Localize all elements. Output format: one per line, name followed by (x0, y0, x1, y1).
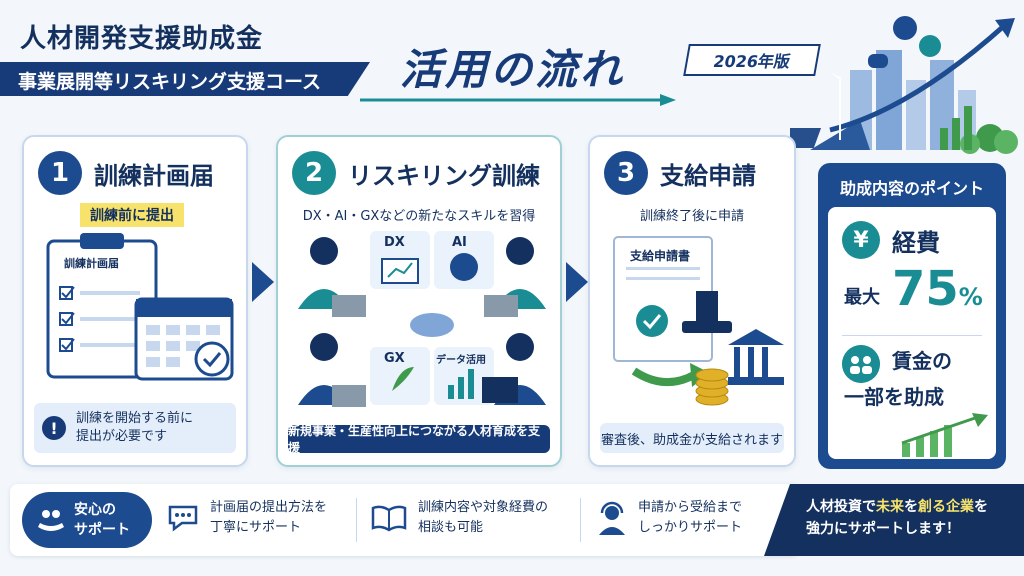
step-subtitle: 訓練終了後に申請 (639, 209, 744, 224)
badge-line: 安心の (74, 502, 116, 518)
title-arrow-icon (360, 94, 676, 106)
page-title: 人材開発支援助成金 (20, 24, 264, 54)
banner-text: を (904, 499, 918, 515)
percent-sign: % (958, 283, 983, 311)
growth-bars-icon (901, 413, 988, 457)
skill-tile-data: データ活用 (436, 355, 486, 366)
banner-text: を (974, 499, 988, 515)
step-card-training: 2 リスキリング訓練 DX・AI・GXなどの新たなスキルを習得 DX AI GX… (276, 135, 562, 467)
people-icon (842, 345, 880, 383)
footer-separator (580, 498, 581, 542)
note-line: 訓練を開始する前に (76, 411, 194, 426)
support-badge: 安心の サポート (22, 492, 152, 548)
step-card-plan: 1 訓練計画届 訓練前に提出 訓練計画届 ! 訓練を開始する前に 提出が必要です (22, 135, 248, 467)
support-line: しっかりサポート (638, 520, 743, 535)
clipboard-calendar-icon (46, 233, 234, 381)
max-label: 最大 (844, 287, 880, 308)
course-banner: 事業展開等リスキリング支援コース (0, 62, 370, 96)
part-label: 一部を助成 (844, 385, 944, 409)
warning-icon: ! (42, 416, 66, 440)
city-growth-illustration (790, 16, 1018, 154)
step-subtitle: DX・AI・GXなどの新たなスキルを習得 (302, 209, 536, 224)
document-label: 訓練計画届 (64, 257, 119, 270)
support-line: 相談も可能 (418, 520, 484, 535)
closing-banner: 人材投資で未来を創る企業を 強力にサポートします！ (764, 484, 1024, 556)
step-number: 3 (604, 151, 648, 195)
support-line: 計画届の提出方法を (210, 500, 328, 515)
note-line: 提出が必要です (76, 429, 168, 444)
support-item-plan: 計画届の提出方法を 丁寧にサポート (166, 498, 327, 538)
banner-line-1: 人材投資で未来を創る企業を (806, 496, 1024, 518)
open-book-icon (371, 505, 407, 532)
step-note: ! 訓練を開始する前に 提出が必要です (34, 403, 236, 453)
step-number: 1 (38, 151, 82, 195)
benefit-points-panel: 助成内容のポイント ¥ 経費 最大 75% 賃金の 一部を助成 (818, 163, 1006, 469)
step-title: リスキリング訓練 (348, 161, 540, 190)
skill-tile-dx: DX (384, 235, 405, 250)
skill-tile-gx: GX (384, 351, 405, 366)
chevron-right-icon (566, 262, 588, 302)
training-people-illustration (298, 231, 546, 407)
chat-bubble-icon (168, 505, 198, 532)
support-hands-icon (38, 510, 64, 531)
badge-line: サポート (74, 522, 130, 538)
step-note: 審査後、助成金が支給されます (600, 423, 784, 453)
step-note: 新規事業・生産性向上につながる人材育成を支援 (288, 424, 550, 455)
yen-icon: ¥ (842, 221, 880, 259)
wage-label: 賃金の (892, 349, 952, 373)
support-item-consult: 訓練内容や対象経費の 相談も可能 (370, 498, 548, 538)
subsidy-rate: 75% (892, 261, 983, 317)
step-title: 支給申請 (660, 161, 756, 190)
timing-tag: 訓練前に提出 (80, 203, 184, 227)
flow-title: 活用の流れ (400, 45, 626, 94)
support-line: 申請から受給まで (638, 500, 743, 515)
support-footer: 安心の サポート 計画届の提出方法を 丁寧にサポート 訓練内容や対象経費の 相談… (0, 484, 1024, 560)
banner-text: 人材投資で (806, 499, 876, 515)
divider (842, 335, 982, 336)
step-card-application: 3 支給申請 訓練終了後に申請 支給申請書 審査後、助成金が支給されます (588, 135, 796, 467)
footer-separator (356, 498, 357, 542)
headset-operator-icon (599, 501, 625, 535)
document-label: 支給申請書 (630, 249, 691, 263)
banner-line-2: 強力にサポートします！ (806, 521, 960, 537)
points-title: 助成内容のポイント (839, 179, 984, 198)
application-stamp-bank-icon (613, 236, 784, 406)
banner-highlight: 未来 (876, 499, 904, 515)
rate-value: 75 (892, 261, 959, 317)
cost-label: 経費 (892, 229, 940, 257)
step-number: 2 (292, 151, 336, 195)
support-line: 訓練内容や対象経費の (418, 500, 549, 515)
skill-tile-ai: AI (452, 235, 467, 250)
support-line: 丁寧にサポート (210, 520, 302, 535)
banner-highlight: 創る企業 (918, 499, 974, 515)
chevron-right-icon (252, 262, 274, 302)
support-item-application: 申請から受給まで しっかりサポート (596, 498, 742, 538)
step-title: 訓練計画届 (94, 161, 214, 190)
